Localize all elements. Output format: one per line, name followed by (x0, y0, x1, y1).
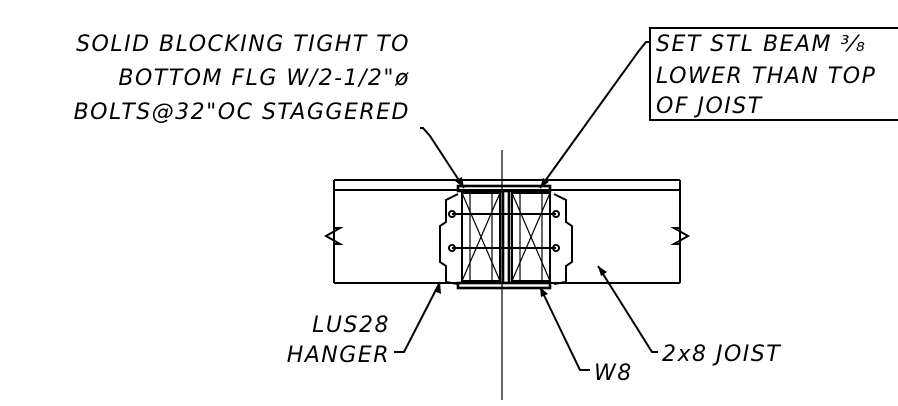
note-box-beam-setback (649, 27, 898, 121)
label-beam: W8 (594, 361, 633, 386)
hanger-right (553, 193, 573, 285)
note-hanger-line-2: HANGER (287, 343, 390, 368)
leader-joist (597, 265, 658, 353)
note-beam-setback-line-1: SET STL BEAM ³⁄₈ (656, 32, 866, 57)
joist-outline (333, 179, 681, 284)
leader-blocking (420, 127, 465, 189)
note-beam-setback-line-3: OF JOIST (656, 94, 763, 119)
leader-hanger (394, 281, 441, 353)
note-beam-setback-line-2: LOWER THAN TOP (656, 64, 876, 89)
label-joist: 2x8 JOIST (662, 342, 781, 367)
break-line-right (670, 227, 691, 245)
note-blocking-line-3: BOLTS@32"OC STAGGERED (74, 100, 410, 125)
note-hanger-line-1: LUS28 (312, 313, 390, 338)
break-line-left (323, 227, 344, 245)
leader-beam (539, 286, 590, 371)
hanger-left (439, 193, 459, 285)
solid-blocking-left (461, 192, 501, 282)
steel-beam-w8 (456, 184, 552, 290)
solid-blocking-right (511, 192, 551, 282)
bolt (448, 210, 560, 218)
note-blocking-line-2: BOTTOM FLG W/2-1/2"ø (118, 66, 410, 91)
bolt (448, 244, 560, 252)
note-blocking-line-1: SOLID BLOCKING TIGHT TO (76, 32, 410, 57)
leader-beam-setback (539, 41, 650, 189)
